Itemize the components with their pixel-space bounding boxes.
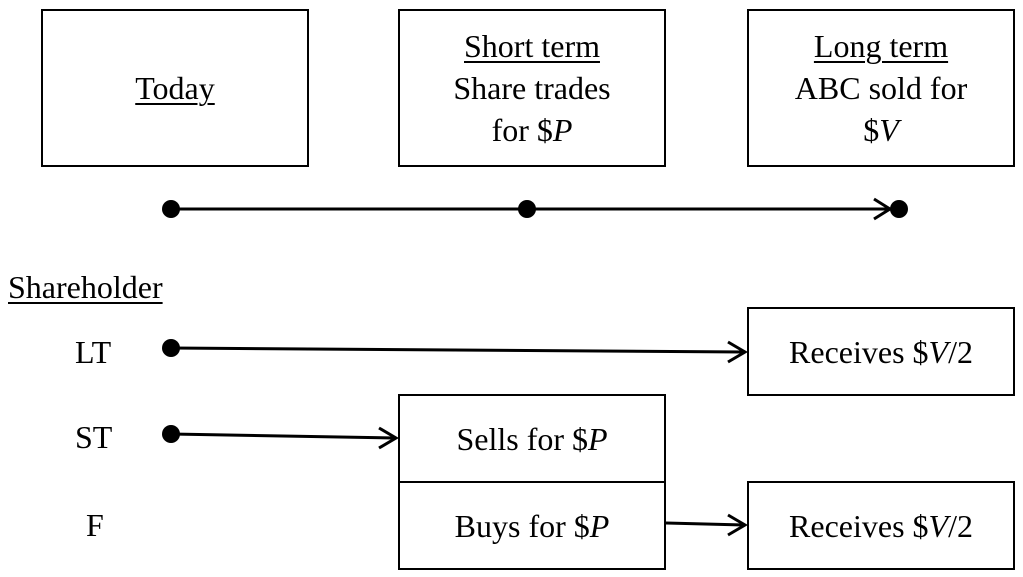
- timeline-dot-long-term: [890, 200, 908, 218]
- long-term-heading: Long term: [813, 28, 949, 64]
- long-term-line1: ABC sold for: [794, 70, 968, 106]
- today-box: Today: [41, 9, 309, 167]
- long-term-box: Long term ABC sold for $V: [747, 9, 1015, 167]
- short-term-heading: Short term: [464, 28, 600, 64]
- st-sells-text: Sells for $P: [456, 420, 608, 457]
- f-buys-box: Buys for $P: [398, 481, 666, 570]
- shareholder-title: Shareholder: [8, 269, 163, 305]
- f-receives-box: Receives $V/2: [747, 481, 1015, 570]
- short-term-box: Short term Share trades for $P: [398, 9, 666, 167]
- f-arrow-line: [665, 521, 745, 527]
- lt-arrow-line: [170, 346, 745, 354]
- short-term-line1: Share trades: [453, 70, 611, 106]
- lt-receives-text: Receives $V/2: [789, 333, 973, 370]
- timeline-dot-short-term: [518, 200, 536, 218]
- today-heading: Today: [135, 70, 215, 106]
- timeline-dot-today: [162, 200, 180, 218]
- row-label-st: ST: [75, 419, 113, 455]
- short-term-line2: for $P: [491, 112, 573, 148]
- row-label-f: F: [86, 507, 104, 543]
- f-arrowhead: [727, 513, 748, 537]
- lt-receives-box: Receives $V/2: [747, 307, 1015, 396]
- row-label-lt: LT: [75, 334, 112, 370]
- st-sells-box: Sells for $P: [398, 394, 666, 483]
- long-term-line2: $V: [863, 112, 899, 148]
- f-receives-text: Receives $V/2: [789, 507, 973, 544]
- st-arrowhead: [378, 426, 399, 450]
- f-buys-text: Buys for $P: [454, 507, 610, 544]
- st-arrow-line: [170, 432, 396, 440]
- lt-arrowhead: [727, 340, 748, 364]
